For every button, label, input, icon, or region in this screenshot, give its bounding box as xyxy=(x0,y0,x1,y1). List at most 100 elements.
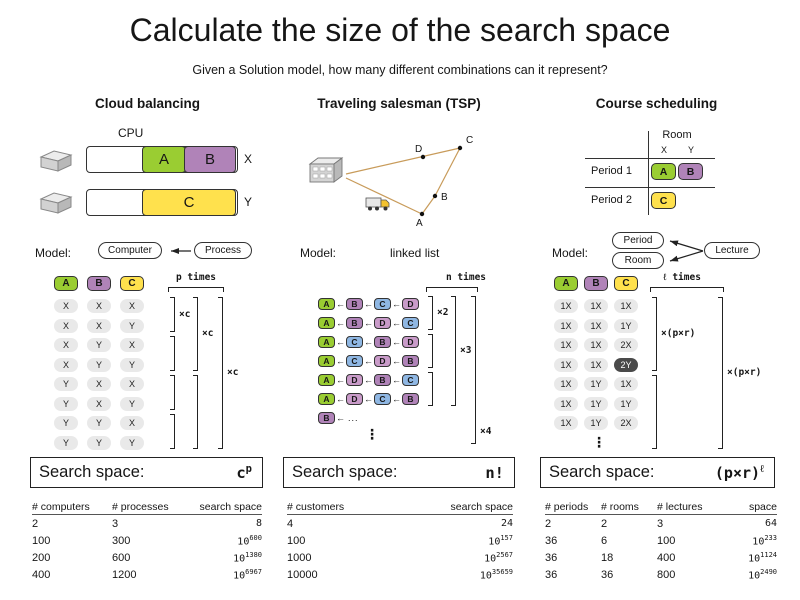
enum-cell: 1X xyxy=(614,377,638,391)
lecture-chip-c: C xyxy=(651,192,676,209)
left-arrow-icon: ← xyxy=(364,298,373,309)
chain-node: B xyxy=(402,355,419,367)
chain-node: C xyxy=(402,374,419,386)
enum-cell: 1X xyxy=(554,338,578,352)
left-arrow-icon: ← xyxy=(336,317,345,328)
enum-cell: 1Y xyxy=(584,377,608,391)
room-col-x: X xyxy=(660,145,667,155)
chain-node: A xyxy=(318,298,335,310)
table-cell: 102490 xyxy=(748,567,777,582)
table-cell: 36 xyxy=(601,568,614,581)
enum-cell: 1X xyxy=(614,299,638,313)
group-bracket xyxy=(170,414,175,449)
left-arrow-icon: ← xyxy=(336,336,345,347)
group-bracket xyxy=(428,372,433,406)
enum-cell: 1Y xyxy=(614,396,638,411)
enum-cell: 2Y xyxy=(614,357,638,372)
course-search-space-box: Search space: (p×r)ℓ xyxy=(540,457,775,488)
enum-cell: X xyxy=(54,357,78,372)
city-label-d: D xyxy=(415,144,422,155)
chain-node: D xyxy=(374,317,391,329)
chain-node: A xyxy=(318,355,335,367)
table-cell: 400 xyxy=(657,551,676,564)
tsp-column-header: Traveling salesman (TSP) xyxy=(317,96,481,111)
building-icon xyxy=(308,157,344,183)
enum-cell: X xyxy=(87,377,111,391)
table-cell: 36 xyxy=(545,568,558,581)
cloud-illustration: CPU A B X C Y xyxy=(30,126,275,222)
left-arrow-icon: ← xyxy=(336,412,345,423)
tsp-chain: A←C←B←D xyxy=(318,336,419,348)
tsp-map: A B C D xyxy=(308,135,473,229)
group-bracket xyxy=(718,297,723,449)
tsp-model-label: Model: xyxy=(300,246,337,260)
enum-cell: 1X xyxy=(584,318,608,333)
enum-cell: Y xyxy=(54,377,78,391)
enum-cell: X xyxy=(120,416,144,430)
cpu-label: CPU xyxy=(118,126,144,140)
table-cell: 6 xyxy=(601,534,608,547)
enum-cell: 1X xyxy=(584,338,608,352)
more-rows-indicator: ⋮ xyxy=(592,434,606,450)
enum-cell: Y xyxy=(120,318,144,333)
tsp-chain: A←D←C←B xyxy=(318,393,419,405)
enum-cell: Y xyxy=(87,435,111,450)
chain-node: C xyxy=(402,317,419,329)
group-bracket xyxy=(428,334,433,368)
computer-icon xyxy=(39,150,73,172)
search-space-label: Search space: xyxy=(549,463,655,481)
city-point-b xyxy=(432,193,438,199)
chain-node: D xyxy=(402,298,419,310)
table-cell: 8 xyxy=(255,518,262,529)
chain-node: B xyxy=(346,298,363,310)
left-arrow-icon: ← xyxy=(392,393,401,404)
city-point-d xyxy=(420,154,426,160)
room-label: Room xyxy=(662,129,692,141)
grid-line-horizontal xyxy=(585,158,715,160)
times-label: n times xyxy=(445,272,487,283)
tsp-chain: A←C←D←B xyxy=(318,355,419,367)
table-cell: 2 xyxy=(545,517,552,530)
chain-node: C xyxy=(346,336,363,348)
chain-node: A xyxy=(318,336,335,348)
group-bracket xyxy=(170,297,175,332)
grid-line-horizontal xyxy=(585,187,715,189)
enum-cell: 1Y xyxy=(614,318,638,333)
table-cell: 36 xyxy=(545,551,558,564)
left-arrow-icon: ← xyxy=(336,374,345,385)
multiplier-label: ×c xyxy=(227,367,239,378)
chain-node: C xyxy=(374,298,391,310)
chain-node: D xyxy=(346,374,363,386)
enum-cell: Y xyxy=(87,416,111,430)
computer-entity-pill: Computer xyxy=(98,242,162,259)
computer-y-label: Y xyxy=(244,195,253,209)
left-arrow-icon: ← xyxy=(392,336,401,347)
enum-column-badge: A xyxy=(54,276,78,291)
left-arrow-icon: ← xyxy=(364,393,373,404)
tsp-chain: A←B←D←C xyxy=(318,317,419,329)
period-1-label: Period 1 xyxy=(591,165,632,177)
left-arrow-icon: ← xyxy=(336,393,345,404)
table-cell: 10233 xyxy=(752,533,777,548)
enum-cell: X xyxy=(120,338,144,352)
table-cell: 100 xyxy=(657,534,676,547)
lecture-chip-b: B xyxy=(678,163,703,180)
search-space-label: Search space: xyxy=(292,463,398,481)
cloud-column-header: Cloud balancing xyxy=(94,96,200,111)
grid-line-vertical xyxy=(648,131,650,215)
enum-cell: 1X xyxy=(554,416,578,430)
chain-node: D xyxy=(374,355,391,367)
left-arrow-icon: ← xyxy=(392,317,401,328)
enum-cell: 2X xyxy=(614,338,638,352)
enum-cell: X xyxy=(54,299,78,313)
table-cell: 2 xyxy=(601,517,608,530)
period-entity-pill: Period xyxy=(612,232,664,249)
